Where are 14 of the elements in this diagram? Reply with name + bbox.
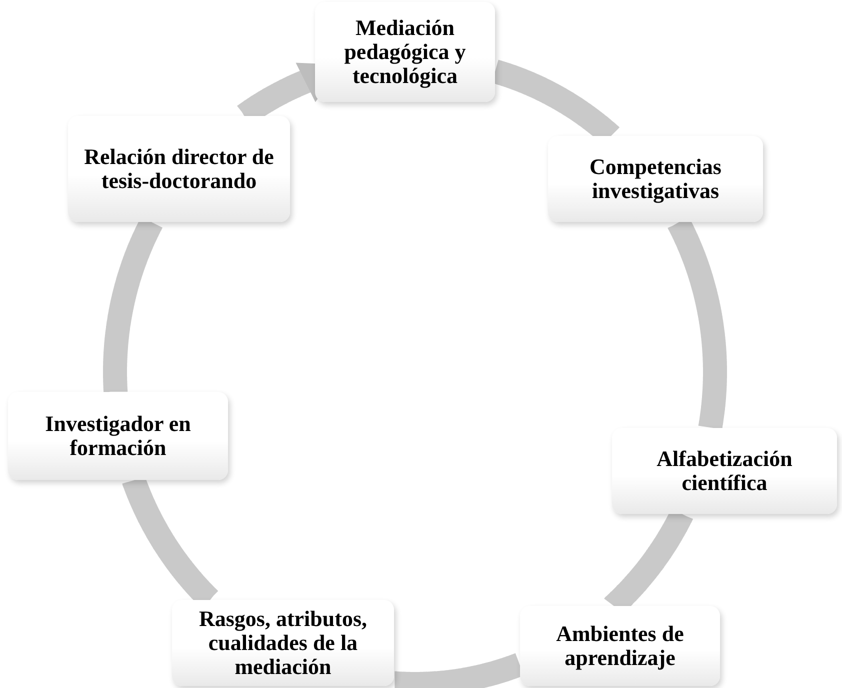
rounded-box <box>8 392 228 480</box>
node-label: Mediación pedagógica y tecnológica <box>343 16 467 88</box>
node-label: Relación director de tesis-doctorando <box>83 144 275 194</box>
rounded-box <box>68 116 290 222</box>
rounded-box <box>520 606 720 686</box>
node-label: Rasgos, atributos, cualidades de la mediación <box>198 606 368 680</box>
node-label: Alfabetización científica <box>656 446 794 496</box>
rounded-box <box>548 136 763 222</box>
rounded-box <box>315 2 495 102</box>
rounded-box <box>172 600 394 686</box>
node-label: Ambientes de aprendizaje <box>555 622 685 670</box>
rounded-box <box>612 428 837 514</box>
node-label: Investigador en formación <box>44 412 192 460</box>
node-label: Competencias investigativas <box>588 154 722 204</box>
